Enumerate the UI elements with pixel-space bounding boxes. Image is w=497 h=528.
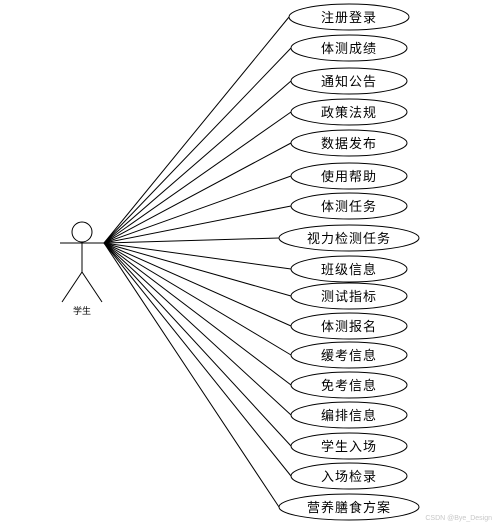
use-case: 注册登录 xyxy=(288,3,410,31)
use-case: 体测成绩 xyxy=(290,34,408,62)
use-case-label: 入场检录 xyxy=(321,470,377,485)
watermark: CSDN @Bye_Design xyxy=(425,515,492,522)
use-case-ellipse xyxy=(290,341,408,369)
use-case-ellipse xyxy=(278,224,420,252)
use-case-ellipse xyxy=(290,255,408,283)
use-case-ellipse xyxy=(290,67,408,95)
association-line xyxy=(103,242,280,508)
actor-right-leg xyxy=(81,271,103,303)
association-line xyxy=(103,16,290,244)
use-case-label: 学生入场 xyxy=(321,439,377,455)
association-line xyxy=(103,47,292,244)
use-case-ellipse xyxy=(290,371,408,399)
use-case-ellipse xyxy=(290,432,408,460)
use-case-label: 编排信息 xyxy=(321,408,377,424)
association-line xyxy=(103,242,292,270)
actor-label: 学生 xyxy=(73,305,91,317)
use-case: 政策法规 xyxy=(290,98,408,126)
use-case: 学生入场 xyxy=(290,432,408,460)
use-case-label: 体测报名 xyxy=(321,319,377,335)
use-case-label: 数据发布 xyxy=(321,136,377,152)
association-line xyxy=(103,242,292,477)
association-line xyxy=(103,242,292,297)
use-case: 数据发布 xyxy=(290,129,408,157)
association-line xyxy=(103,175,292,244)
use-case-ellipse xyxy=(290,98,408,126)
association-line xyxy=(103,242,292,447)
use-case: 入场检录 xyxy=(290,462,408,490)
use-case-ellipses: 注册登录体测成绩通知公告政策法规数据发布使用帮助体测任务视力检测任务班级信息测试… xyxy=(278,3,420,521)
actor-student: 学生 xyxy=(60,221,104,317)
association-line xyxy=(103,142,292,244)
use-case-ellipse xyxy=(278,493,420,521)
use-case-label: 通知公告 xyxy=(321,74,377,90)
use-case: 通知公告 xyxy=(290,67,408,95)
use-case-label: 测试指标 xyxy=(321,290,377,305)
actor-head xyxy=(71,221,93,243)
association-line xyxy=(103,242,292,327)
use-case: 测试指标 xyxy=(290,282,408,310)
use-case: 使用帮助 xyxy=(290,162,408,190)
use-case: 班级信息 xyxy=(290,255,408,283)
association-line xyxy=(103,205,292,244)
use-case-ellipse xyxy=(290,312,408,340)
use-case-label: 视力检测任务 xyxy=(307,231,391,247)
use-case-label: 营养膳食方案 xyxy=(307,500,391,516)
use-case-label: 免考信息 xyxy=(321,378,377,394)
use-case-label: 使用帮助 xyxy=(321,169,377,185)
use-case-ellipse xyxy=(290,192,408,220)
use-case: 视力检测任务 xyxy=(278,224,420,252)
use-case-label: 政策法规 xyxy=(321,105,377,121)
use-case-label: 体测任务 xyxy=(321,199,377,215)
use-case-label: 注册登录 xyxy=(321,11,377,26)
use-case-ellipse xyxy=(290,401,408,429)
use-case: 营养膳食方案 xyxy=(278,493,420,521)
use-case-label: 班级信息 xyxy=(321,262,377,278)
use-case: 缓考信息 xyxy=(290,341,408,369)
association-line xyxy=(103,237,280,244)
use-case-ellipse xyxy=(290,162,408,190)
association-lines xyxy=(103,16,292,508)
use-case-ellipse xyxy=(290,34,408,62)
use-case-label: 体测成绩 xyxy=(321,42,377,57)
association-line xyxy=(103,242,292,386)
use-case: 体测任务 xyxy=(290,192,408,220)
use-case: 编排信息 xyxy=(290,401,408,429)
association-line xyxy=(103,242,292,416)
association-line xyxy=(103,111,292,244)
use-case-ellipse xyxy=(290,282,408,310)
association-line xyxy=(103,242,292,356)
actor-left-leg xyxy=(61,271,83,303)
use-case: 体测报名 xyxy=(290,312,408,340)
use-case-label: 缓考信息 xyxy=(321,348,377,364)
use-case-ellipse xyxy=(290,129,408,157)
association-line xyxy=(103,80,292,244)
use-case: 免考信息 xyxy=(290,371,408,399)
use-case-ellipse xyxy=(290,462,408,490)
use-case-ellipse xyxy=(288,3,410,31)
